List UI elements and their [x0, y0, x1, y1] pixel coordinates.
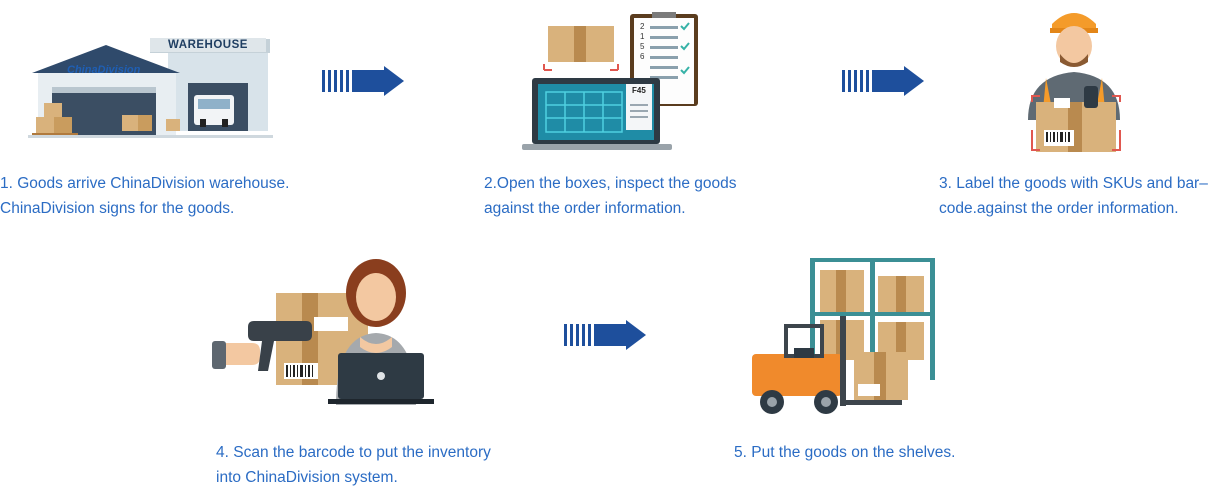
checklist-number: 1 [640, 32, 645, 41]
checklist-number: 6 [640, 52, 645, 61]
caption-line: against the order information. [484, 200, 686, 217]
caption-line: 1. Goods arrive ChinaDivision warehouse. [0, 175, 290, 192]
caption-line: 3. Label the goods with SKUs and bar– [939, 175, 1208, 192]
caption-line: into ChinaDivision system. [216, 469, 398, 486]
warehouse-illustration [28, 39, 273, 138]
arrow-icon [564, 320, 646, 350]
step-2-caption: 2.Open the boxes, inspect the goods agai… [484, 171, 736, 221]
arrow-icon [322, 66, 404, 96]
checklist-number: 5 [640, 42, 645, 51]
caption-line: 4. Scan the barcode to put the inventory [216, 444, 491, 461]
checklist-number: 2 [640, 22, 645, 31]
caption-line: code.against the order information. [939, 200, 1179, 217]
warehouse-sign-text: WAREHOUSE [168, 39, 248, 51]
laptop-panel-code: F45 [632, 86, 646, 95]
brand-logo-text: ChinaDivision [67, 64, 141, 76]
worker-illustration [1028, 13, 1121, 152]
arrow-icon [842, 66, 924, 96]
inspection-illustration [522, 12, 698, 150]
caption-line: 5. Put the goods on the shelves. [734, 444, 956, 461]
step-4-caption: 4. Scan the barcode to put the inventory… [216, 440, 491, 490]
caption-line: 2.Open the boxes, inspect the goods [484, 175, 737, 192]
step-5-caption: 5. Put the goods on the shelves. [734, 440, 955, 465]
scanning-illustration [212, 259, 434, 405]
step-1-caption: 1. Goods arrive ChinaDivision warehouse.… [0, 171, 289, 221]
warehouse-sign [150, 38, 266, 52]
step-3-caption: 3. Label the goods with SKUs and bar– co… [939, 171, 1208, 221]
caption-line: ChinaDivision signs for the goods. [0, 200, 235, 217]
forklift-shelves-illustration [752, 258, 935, 414]
